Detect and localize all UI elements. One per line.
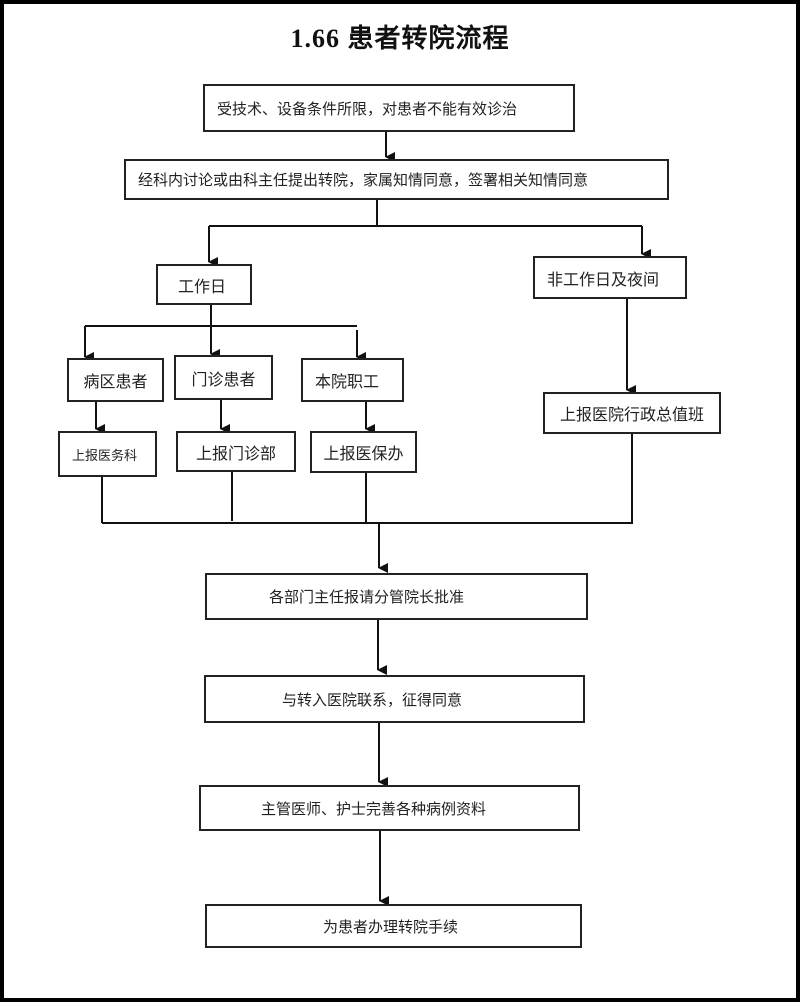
node-limitation-label: 受技术、设备条件所限，对患者不能有效诊治 (217, 99, 518, 118)
node-staff: 本院职工 (301, 358, 404, 402)
node-report-outpatient-label: 上报门诊部 (195, 443, 276, 463)
node-report-medical: 上报医务科 (58, 431, 157, 477)
node-workday: 工作日 (156, 264, 252, 305)
node-report-medical-label: 上报医务科 (72, 448, 138, 464)
node-ward-patients-label: 病区患者 (83, 372, 148, 391)
node-transfer-procedure: 为患者办理转院手续 (205, 904, 582, 948)
node-transfer-procedure-label: 为患者办理转院手续 (323, 917, 459, 936)
node-discussion-label: 经科内讨论或由科主任提出转院，家属知情同意，签署相关知情同意 (138, 171, 589, 189)
node-ward-patients: 病区患者 (67, 358, 164, 402)
node-nonworkday: 非工作日及夜间 (533, 256, 687, 299)
node-discussion: 经科内讨论或由科主任提出转院，家属知情同意，签署相关知情同意 (124, 159, 669, 200)
node-report-admin-label: 上报医院行政总值班 (559, 405, 704, 424)
node-approval: 各部门主任报请分管院长批准 (205, 573, 588, 620)
node-report-outpatient: 上报门诊部 (176, 431, 296, 472)
node-approval-label: 各部门主任报请分管院长批准 (269, 588, 465, 606)
node-report-insurance: 上报医保办 (310, 431, 417, 473)
node-report-insurance-label: 上报医保办 (323, 444, 404, 463)
node-contact-hospital-label: 与转入医院联系，征得同意 (282, 690, 463, 709)
node-complete-records-label: 主管医师、护士完善各种病例资料 (261, 799, 487, 818)
node-nonworkday-label: 非工作日及夜间 (547, 269, 660, 289)
node-report-admin: 上报医院行政总值班 (543, 392, 721, 434)
node-workday-label: 工作日 (178, 276, 227, 296)
node-contact-hospital: 与转入医院联系，征得同意 (204, 675, 585, 723)
node-staff-label: 本院职工 (315, 372, 380, 391)
node-limitation: 受技术、设备条件所限，对患者不能有效诊治 (203, 84, 575, 132)
page-title: 1.66 患者转院流程 (290, 24, 510, 53)
node-outpatients-label: 门诊患者 (191, 369, 256, 389)
node-complete-records: 主管医师、护士完善各种病例资料 (199, 785, 580, 831)
node-outpatients: 门诊患者 (174, 355, 273, 400)
